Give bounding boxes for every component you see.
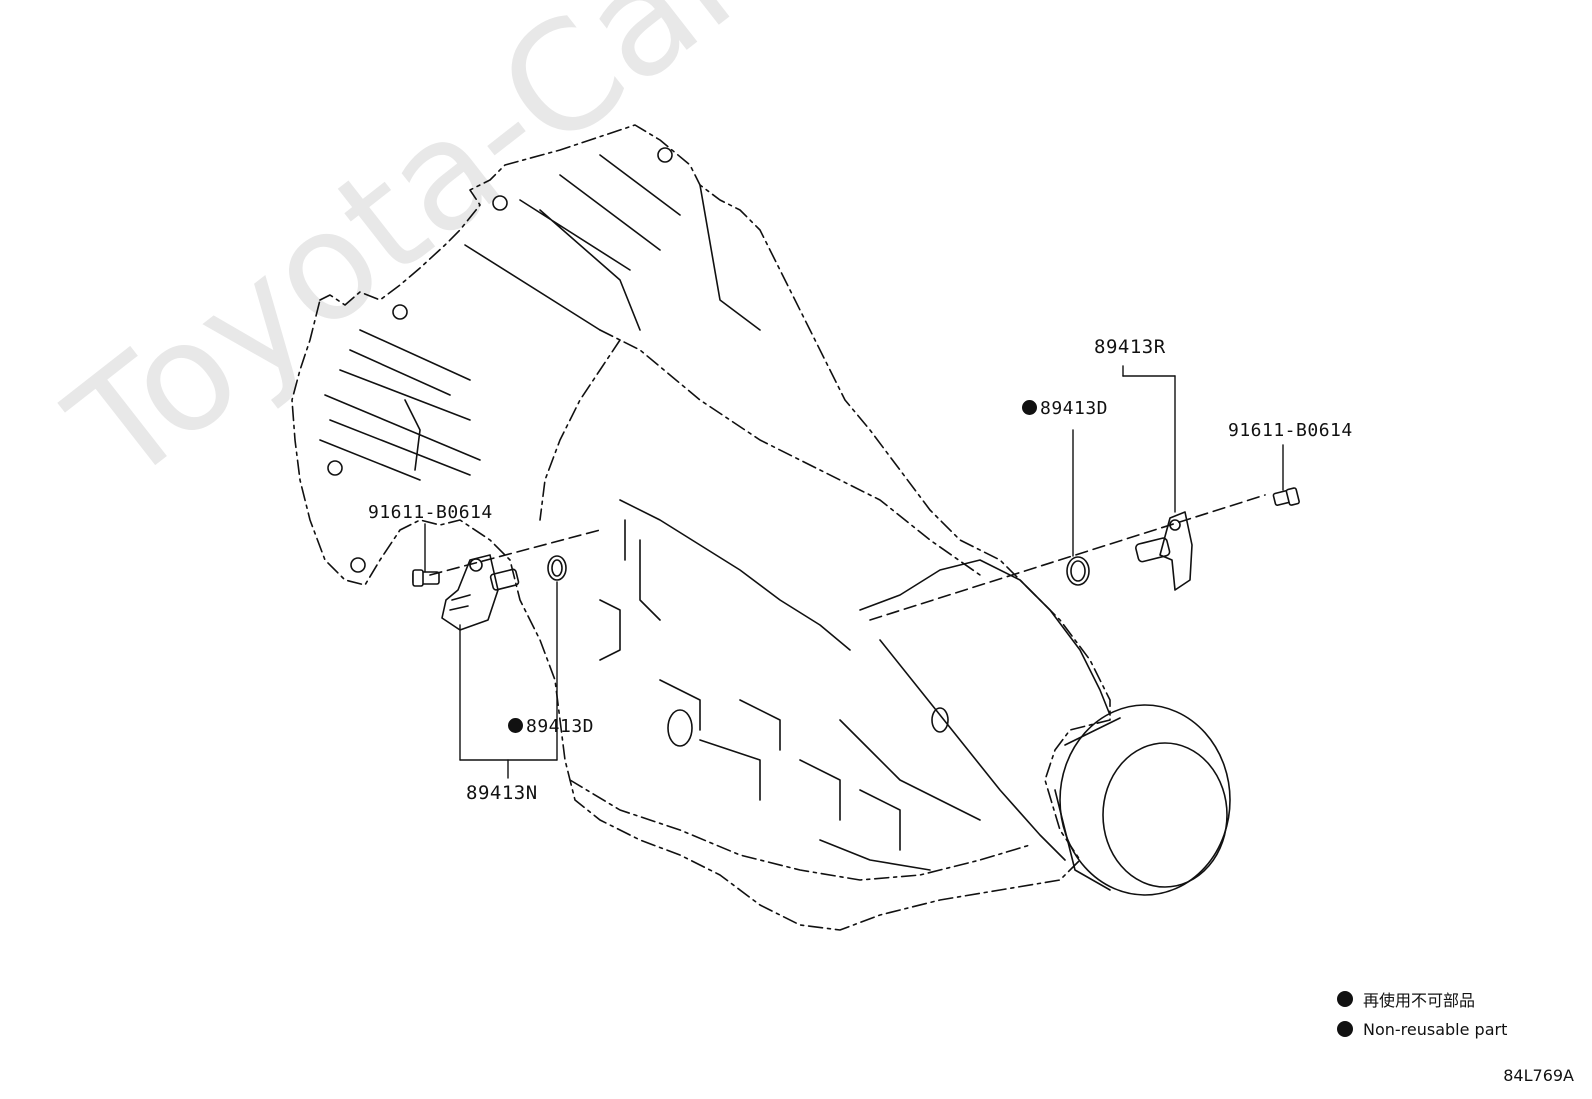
output-flange-outer: [1060, 705, 1230, 895]
bolt-hole: [328, 461, 342, 475]
oring-right-icon: [1067, 557, 1089, 585]
sensor-right-icon: [1135, 512, 1192, 590]
case-ridge-line: [600, 330, 980, 575]
housing-top-ridges: [465, 155, 760, 330]
extension-housing: [840, 560, 1110, 860]
callout-sensor-right-assy: 89413R: [1094, 336, 1166, 358]
bell-housing-ribs: [320, 330, 480, 480]
bolt-hole: [393, 305, 407, 319]
transmission-housing-outline: [292, 125, 1110, 930]
diagram-code: 84L769A: [1503, 1066, 1574, 1085]
sensor-left-icon: [442, 555, 519, 630]
non-reusable-dot-icon: [1022, 400, 1037, 415]
legend-en-text: Non-reusable part: [1363, 1019, 1508, 1039]
bolt-right-icon: [1273, 488, 1300, 506]
callout-oring-left: 89413D: [508, 716, 594, 737]
non-reusable-dot-icon: [1337, 1021, 1353, 1037]
bolt-left-icon: [413, 570, 439, 586]
valve-body-detail: [600, 500, 930, 870]
legend-row-en: Non-reusable part: [1337, 1014, 1507, 1044]
bolt-hole: [351, 558, 365, 572]
case-port: [668, 710, 692, 746]
callout-sensor-left-assy: 89413N: [466, 782, 538, 804]
case-lower-edge: [570, 780, 1030, 880]
non-reusable-dot-icon: [1337, 991, 1353, 1007]
case-ridge-line-2: [540, 340, 620, 520]
non-reusable-dot-icon: [508, 718, 523, 733]
callout-bolt-left: 91611-B0614: [368, 502, 493, 523]
axis-right: [870, 495, 1265, 620]
legend-row-jp: 再使用不可部品: [1337, 984, 1507, 1014]
output-flange-body: [1055, 718, 1120, 890]
leader-lines: [425, 366, 1283, 778]
legend-jp-text: 再使用不可部品: [1363, 991, 1476, 1010]
output-flange-inner: [1103, 743, 1227, 887]
bolt-hole: [493, 196, 507, 210]
legend: 再使用不可部品 Non-reusable part: [1337, 984, 1507, 1044]
bolt-hole: [658, 148, 672, 162]
callout-bolt-right: 91611-B0614: [1228, 420, 1353, 441]
axis-left: [430, 530, 600, 575]
case-port: [932, 708, 948, 732]
callout-oring-right: 89413D: [1022, 398, 1108, 419]
oring-left-icon: [548, 556, 566, 580]
